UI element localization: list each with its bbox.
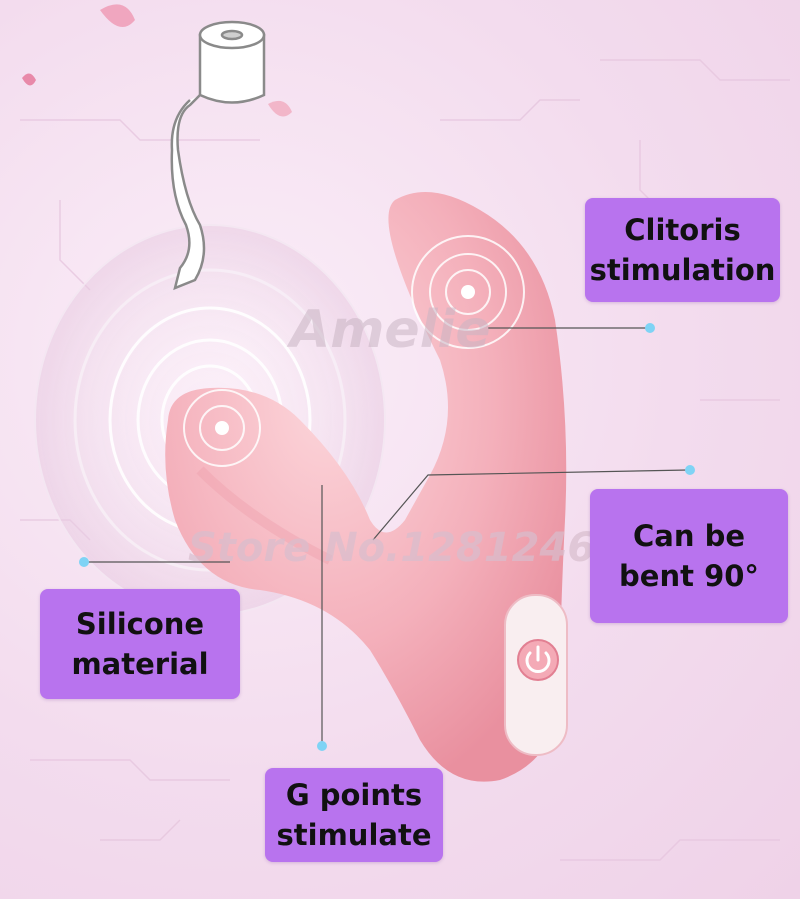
label-line: Silicone	[75, 607, 205, 641]
label-line: Can be	[632, 519, 746, 553]
bendable-label: Can be bent 90°	[590, 489, 788, 623]
toilet-paper-icon	[170, 20, 266, 291]
label-line: stimulation	[589, 253, 776, 287]
clitoris-stimulation-label: Clitoris stimulation	[585, 198, 780, 302]
silicone-material-label: Silicone material	[40, 589, 240, 699]
power-icon	[517, 639, 559, 681]
label-line: stimulate	[276, 818, 432, 852]
label-line: G points	[285, 778, 423, 812]
label-line: bent 90°	[619, 559, 759, 593]
callout-lines	[85, 327, 689, 745]
brand-watermark: Amelie	[290, 300, 491, 360]
label-line: material	[71, 647, 209, 681]
label-line: Clitoris	[624, 213, 741, 247]
g-point-stimulation-label: G points stimulate	[265, 768, 443, 862]
circuit-background	[20, 59, 790, 861]
callout-dots	[79, 323, 695, 751]
store-watermark: Store No.1281246	[188, 525, 596, 571]
petal-decoration	[22, 4, 292, 117]
